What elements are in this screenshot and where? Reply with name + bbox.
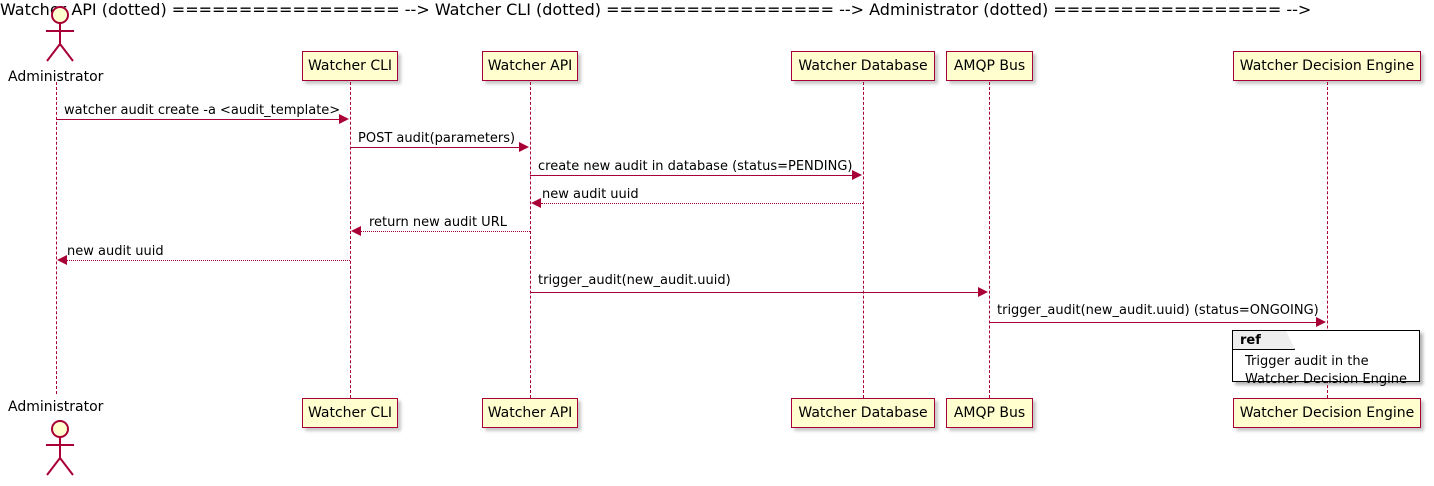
participant-label: Watcher Decision Engine bbox=[1239, 58, 1415, 74]
message-label-m7: trigger_audit(new_audit.uuid) bbox=[538, 273, 731, 288]
lifeline-administrator bbox=[56, 82, 57, 394]
message-line-m8 bbox=[989, 322, 1316, 323]
participant-label: Watcher API bbox=[487, 58, 573, 74]
participant-label: Watcher CLI bbox=[307, 58, 393, 74]
participant-label: Watcher Decision Engine bbox=[1239, 405, 1415, 421]
lifeline-watcher-cli bbox=[350, 82, 351, 398]
participant-watcher-decision-engine-bottom[interactable]: Watcher Decision Engine bbox=[1233, 398, 1421, 428]
participant-watcher-database-bottom[interactable]: Watcher Database bbox=[791, 398, 935, 428]
participant-label: Watcher Database bbox=[798, 405, 928, 421]
message-label-m8: trigger_audit(new_audit.uuid) (status=ON… bbox=[997, 303, 1319, 318]
ref-fragment-tab: ref bbox=[1233, 331, 1295, 350]
lifeline-watcher-database bbox=[863, 82, 864, 398]
actor-label-administrator-top: Administrator bbox=[8, 69, 104, 85]
participant-watcher-cli-top[interactable]: Watcher CLI bbox=[302, 51, 398, 81]
message-line-m3 bbox=[530, 175, 853, 176]
participant-watcher-database-top[interactable]: Watcher Database bbox=[791, 51, 935, 81]
arrow-head-m3 bbox=[852, 170, 862, 180]
participant-label: Watcher API bbox=[487, 405, 573, 421]
participant-watcher-api-bottom[interactable]: Watcher API bbox=[482, 398, 578, 428]
participant-label: AMQP Bus bbox=[953, 58, 1026, 74]
message-line-m6 bbox=[67, 260, 350, 261]
participant-label: Watcher Database bbox=[798, 58, 928, 74]
message-label-m2: POST audit(parameters) bbox=[358, 131, 516, 146]
message-label-m6: new audit uuid bbox=[67, 244, 164, 259]
message-label-m4: new audit uuid bbox=[542, 187, 639, 202]
message-label-m3: create new audit in database (status=PEN… bbox=[538, 159, 853, 174]
participant-watcher-decision-engine-top[interactable]: Watcher Decision Engine bbox=[1233, 51, 1421, 81]
arrow-head-m5 bbox=[351, 226, 361, 236]
arrow-head-m2 bbox=[519, 142, 529, 152]
ref-fragment-body: Trigger audit in the Watcher Decision En… bbox=[1245, 354, 1407, 387]
actor-administrator-top[interactable] bbox=[34, 4, 88, 70]
participant-label: AMQP Bus bbox=[953, 405, 1026, 421]
participant-watcher-cli-bottom[interactable]: Watcher CLI bbox=[302, 398, 398, 428]
participant-amqp-bus-top[interactable]: AMQP Bus bbox=[946, 51, 1033, 81]
message-label-m5: return new audit URL bbox=[369, 215, 507, 230]
lifeline-watcher-decision-engine bbox=[1327, 82, 1328, 398]
participant-label: Watcher CLI bbox=[307, 405, 393, 421]
message-line-m2 bbox=[350, 147, 520, 148]
actor-label-administrator-bottom: Administrator bbox=[8, 399, 104, 415]
participant-amqp-bus-bottom[interactable]: AMQP Bus bbox=[946, 398, 1033, 428]
arrow-head-m4 bbox=[531, 198, 541, 208]
participant-watcher-api-top[interactable]: Watcher API bbox=[482, 51, 578, 81]
ref-fragment: ref Trigger audit in the Watcher Decisio… bbox=[1232, 330, 1420, 387]
arrow-head-m8 bbox=[1316, 317, 1326, 327]
arrow-head-m6 bbox=[57, 255, 67, 265]
stick-figure-icon bbox=[46, 420, 74, 476]
message-line-m5 bbox=[361, 231, 530, 232]
message-line-m7 bbox=[530, 292, 979, 293]
lifeline-watcher-api bbox=[530, 82, 531, 398]
message-label-m1: watcher audit create -a <audit_template> bbox=[64, 103, 341, 118]
message-line-m1 bbox=[56, 119, 339, 120]
lifeline-amqp-bus bbox=[989, 82, 990, 398]
message-line-m4 bbox=[541, 203, 863, 204]
actor-administrator-bottom[interactable] bbox=[34, 418, 88, 484]
arrow-head-m1 bbox=[339, 114, 349, 124]
stick-figure-icon bbox=[46, 6, 74, 62]
arrow-head-m7 bbox=[978, 287, 988, 297]
